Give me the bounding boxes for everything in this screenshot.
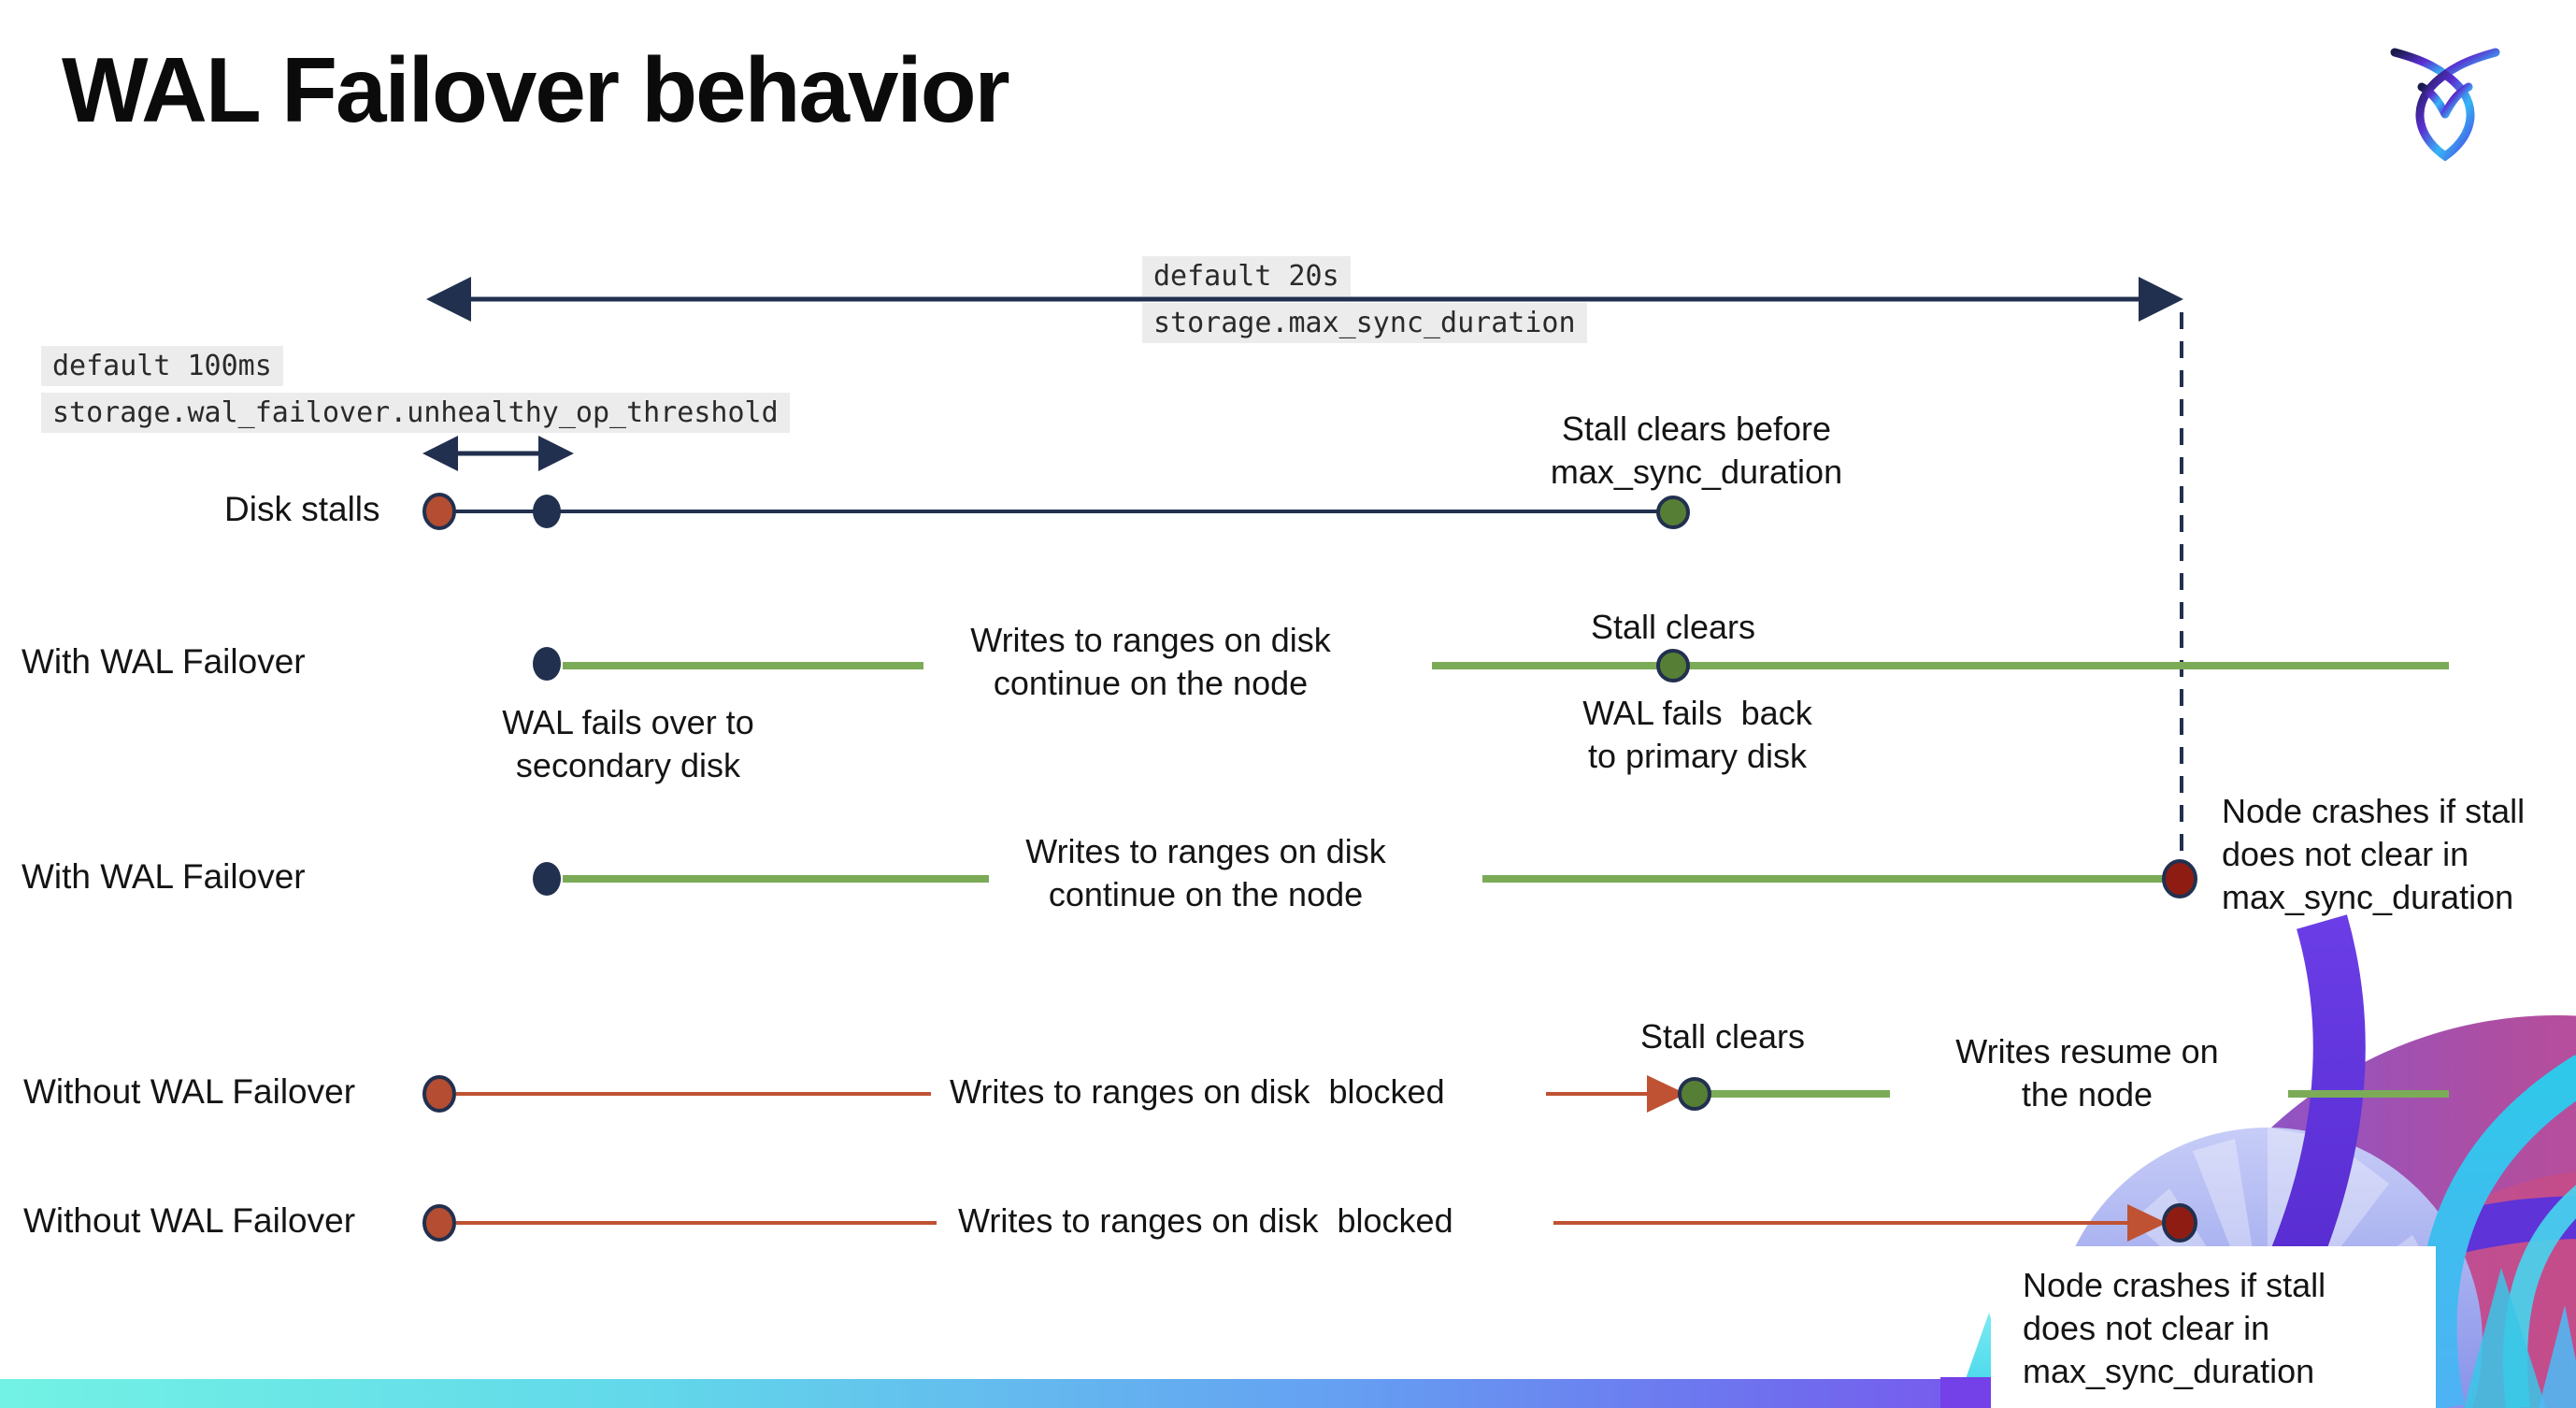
red-arrowhead-icon [1647, 1075, 1686, 1113]
writes-continue-note-1: Writes to ranges on disk continue on the… [970, 621, 1331, 702]
stall-clears-before-note: Stall clears before max_sync_duration [1550, 409, 1843, 491]
arrowhead-left-small-icon [422, 436, 458, 471]
arrowhead-left-icon [426, 277, 471, 322]
cockroachdb-logo-icon [2390, 48, 2500, 162]
node-crash-dot-row3 [2162, 859, 2197, 898]
row-label-without-wal-1: Without WAL Failover [23, 1072, 356, 1112]
writes-blocked-note-2: Writes to ranges on disk blocked [958, 1201, 1453, 1241]
setting-name: storage.max_sync_duration [1142, 303, 1587, 343]
disk-stall-start-dot [422, 493, 456, 530]
node-crashes-note-1: Node crashes if stall does not clear in … [2222, 792, 2526, 916]
node-crashes-note-2: Node crashes if stall does not clear in … [2023, 1266, 2326, 1390]
row-label-with-wal-1: With WAL Failover [21, 642, 306, 682]
arrowhead-right-small-icon [538, 436, 574, 471]
disk-stall-start-dot [422, 1204, 456, 1242]
node-crash-dot-row5 [2162, 1203, 2197, 1243]
arrowhead-right-icon [2139, 277, 2183, 322]
art-cyan-curve-1 [2417, 1055, 2576, 1408]
stall-clears-dot-row1 [1656, 496, 1690, 529]
writes-resume-note: Writes resume on the node [1955, 1032, 2219, 1113]
disk-stall-start-dot [422, 1075, 456, 1113]
setting-default-value: default 20s [1142, 256, 1351, 296]
wal-failover-dot [533, 647, 561, 681]
art-cyan-petal-1 [2464, 1268, 2546, 1408]
setting-name: storage.wal_failover.unhealthy_op_thresh… [41, 393, 790, 433]
stall-clears-dot-row4 [1678, 1077, 1711, 1111]
stall-clears-dot-row2 [1656, 649, 1690, 682]
row-label-disk-stalls: Disk stalls [224, 490, 380, 529]
max-sync-duration-label: default 20s storage.max_sync_duration [1142, 256, 1587, 343]
red-arrowhead-icon [2127, 1204, 2167, 1242]
threshold-reached-dot [533, 495, 561, 528]
wal-fails-back-note: WAL fails back to primary disk [1582, 694, 1812, 775]
page-title: WAL Failover behavior [62, 38, 1010, 141]
writes-blocked-note-1: Writes to ranges on disk blocked [950, 1072, 1445, 1112]
setting-default-value: default 100ms [41, 346, 283, 386]
writes-continue-note-2: Writes to ranges on disk continue on the… [1025, 832, 1386, 913]
callout-box [1991, 1246, 2436, 1408]
wal-failover-dot [533, 862, 561, 896]
row-label-without-wal-2: Without WAL Failover [23, 1201, 356, 1241]
row-label-with-wal-2: With WAL Failover [21, 857, 306, 897]
stall-clears-note-1: Stall clears [1590, 608, 1756, 646]
art-cyan-petal-2 [2539, 1305, 2576, 1408]
stall-clears-note-2: Stall clears [1639, 1017, 1806, 1056]
wal-fails-over-note: WAL fails over to secondary disk [502, 703, 754, 784]
unhealthy-op-threshold-label: default 100ms storage.wal_failover.unhea… [41, 346, 790, 433]
